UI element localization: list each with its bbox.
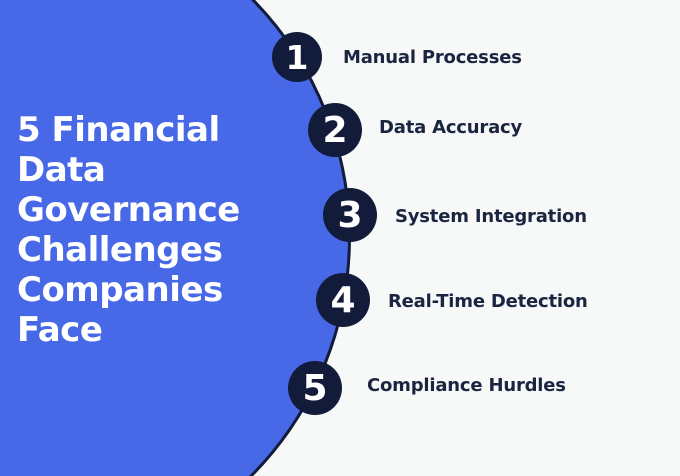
- step-number-badge: 5: [288, 361, 342, 415]
- step-label: Manual Processes: [343, 47, 522, 68]
- step-label: Compliance Hurdles: [367, 375, 566, 396]
- step-number-badge: 3: [323, 188, 377, 242]
- step-label: Data Accuracy: [379, 117, 523, 138]
- step-number-badge: 2: [308, 103, 362, 157]
- step-number-badge: 1: [272, 32, 322, 82]
- step-label: Real-Time Detection: [388, 291, 588, 312]
- step-label: System Integration: [395, 206, 587, 227]
- step-number-badge: 4: [316, 273, 370, 327]
- page-title: 5 Financial Data Governance Challenges C…: [17, 110, 240, 350]
